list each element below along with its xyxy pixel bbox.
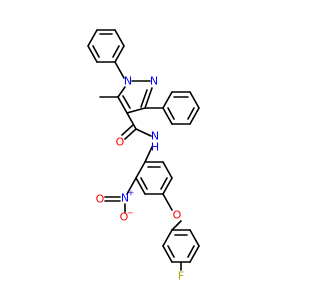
atom-label-nitro-o-dbl: O	[96, 193, 105, 206]
bond-line	[117, 96, 128, 114]
bond-line	[135, 177, 146, 195]
bond-line	[189, 107, 200, 125]
bond-carbonyl-n	[135, 128, 152, 137]
pyrazole-ring	[117, 80, 153, 114]
bond-ring-ether	[162, 193, 173, 211]
bond-line	[167, 245, 175, 258]
bond-line	[144, 87, 153, 109]
bond-line	[162, 229, 173, 247]
bond-line	[140, 89, 148, 108]
bond-line	[160, 177, 168, 190]
atom-label-nitro-n: N	[121, 192, 129, 205]
phenyl-ring-right	[162, 91, 200, 125]
bond-line	[92, 45, 100, 58]
phenyl-ring-top	[87, 29, 125, 63]
bond-line	[122, 95, 131, 109]
bond-line	[162, 245, 173, 263]
bond-nh-ring	[144, 146, 153, 163]
bond-line	[187, 245, 195, 258]
bond-line	[162, 161, 173, 179]
bond-line	[162, 91, 173, 109]
molecule-structure-diagram: N N N H O O N + O O − F	[87, 29, 200, 283]
bond-line	[140, 177, 148, 190]
bond-line	[162, 107, 173, 125]
bond-line	[126, 107, 146, 114]
atom-label-nitro-o-single: O	[120, 211, 129, 224]
atom-label-amide-h: H	[151, 141, 159, 154]
atom-label-amide-n: N	[151, 130, 159, 143]
atom-label-n1: N	[124, 75, 132, 88]
bond-carbonyl-o	[124, 128, 137, 140]
bond-ph-n1	[114, 61, 125, 79]
fluorophenyl-ring	[162, 229, 200, 263]
atom-label-n2: N	[150, 75, 158, 88]
bond-line	[114, 45, 125, 63]
atom-label-fluorine: F	[178, 270, 184, 283]
bond-line	[87, 29, 98, 47]
bond-line	[121, 124, 134, 136]
bond-line	[117, 86, 126, 98]
atom-labels: N N N H O O N + O O − F	[96, 75, 185, 283]
bond-line	[189, 229, 200, 247]
bond-c4-carbonyl	[126, 112, 137, 130]
bond-line	[135, 161, 146, 179]
bond-line	[189, 245, 200, 263]
bond-line	[187, 107, 195, 120]
atom-label-nitro-o-charge: −	[127, 209, 134, 218]
central-ring	[135, 161, 173, 195]
atom-label-ether-o: O	[173, 209, 182, 222]
bond-ether-ring	[171, 220, 182, 231]
bond-line	[167, 107, 175, 120]
bond-line	[162, 177, 173, 195]
bonds	[87, 29, 200, 271]
atom-label-amide-o: O	[116, 136, 125, 149]
bond-line	[189, 91, 200, 109]
bond-line	[112, 45, 120, 58]
atom-label-nitro-n-charge: +	[128, 189, 135, 198]
bond-ring-nitro	[126, 177, 137, 195]
bond-line	[114, 29, 125, 47]
bond-line	[87, 45, 98, 63]
